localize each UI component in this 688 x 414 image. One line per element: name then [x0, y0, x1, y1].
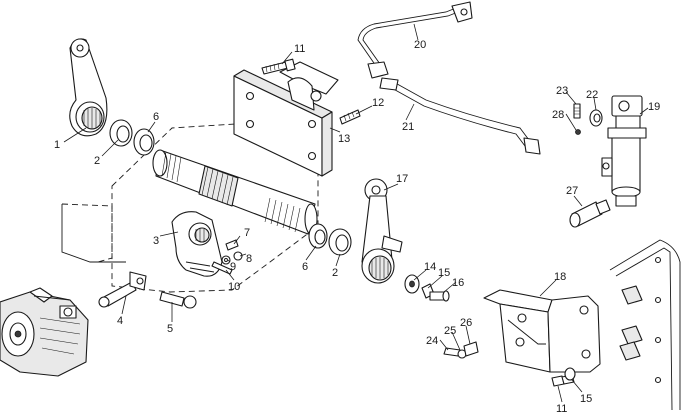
callout-3: 3 [153, 235, 159, 247]
callout-18: 18 [554, 271, 566, 283]
cylinder-part-19 [601, 95, 647, 207]
washer-part-14 [404, 274, 420, 294]
callout-15: 15 [438, 267, 450, 279]
leader-lines [63, 23, 649, 403]
callout-13: 13 [338, 133, 350, 145]
callout-5: 5 [167, 323, 173, 335]
callout-15-bottom: 15 [580, 393, 592, 405]
callout-17: 17 [396, 173, 408, 185]
callout-14: 14 [424, 261, 436, 273]
washer-part-9 [221, 255, 231, 265]
pin-part-4 [98, 271, 147, 308]
clamp-block-part-3 [171, 211, 223, 277]
callout-2: 2 [94, 155, 100, 167]
callout-8: 8 [246, 253, 252, 265]
washer-part-2-right [328, 228, 352, 256]
callout-26: 26 [460, 317, 472, 329]
plug-part-28 [575, 129, 581, 135]
callout-25: 25 [444, 325, 456, 337]
lever-arm-part-17 [361, 178, 403, 284]
splined-shaft [152, 149, 318, 235]
callout-6-right: 6 [302, 261, 308, 273]
ring-part-22 [589, 109, 603, 127]
callout-11-bottom: 11 [556, 403, 567, 414]
callout-labels: 1 2 3 4 5 6 7 8 9 10 11 12 13 14 15 16 1… [54, 39, 660, 414]
callout-10: 10 [228, 281, 240, 293]
hose-part-21 [379, 77, 541, 155]
seal-ring-part-6-left [133, 128, 155, 156]
callout-19: 19 [648, 101, 660, 113]
callout-21: 21 [402, 121, 414, 133]
mounting-plate-part-13 [233, 61, 339, 177]
nut-part-8 [233, 251, 243, 261]
bolt-part-16 [429, 290, 450, 302]
callout-27: 27 [566, 185, 578, 197]
washer-part-15-bottom [564, 367, 576, 381]
bolt-part-12 [339, 109, 361, 125]
callout-7: 7 [244, 227, 250, 239]
callout-9: 9 [230, 261, 236, 273]
pin-part-27 [569, 199, 611, 228]
frame-plate [609, 239, 681, 411]
washer-part-2-left [109, 119, 133, 147]
callout-23: 23 [556, 85, 568, 97]
callout-6: 6 [153, 111, 159, 123]
bolt-part-11-top [261, 58, 296, 75]
bracket-part-18 [483, 289, 601, 373]
callout-20: 20 [414, 39, 426, 51]
callout-28: 28 [552, 109, 564, 121]
pump-assembly [0, 287, 89, 377]
screw-part-23 [573, 103, 581, 119]
callout-16: 16 [452, 277, 464, 289]
lever-arm-part-1 [69, 38, 108, 137]
callout-2-right: 2 [332, 267, 338, 279]
callout-4: 4 [117, 315, 123, 327]
callout-22: 22 [586, 89, 598, 101]
callout-24: 24 [426, 335, 438, 347]
callout-1: 1 [54, 139, 60, 151]
pin-part-5 [159, 291, 197, 309]
callout-11-top: 11 [294, 43, 305, 55]
seal-ring-part-6-right [308, 223, 328, 249]
pipe-part-20 [357, 1, 473, 79]
plate-part-26 [463, 341, 479, 357]
callout-12: 12 [372, 97, 384, 109]
